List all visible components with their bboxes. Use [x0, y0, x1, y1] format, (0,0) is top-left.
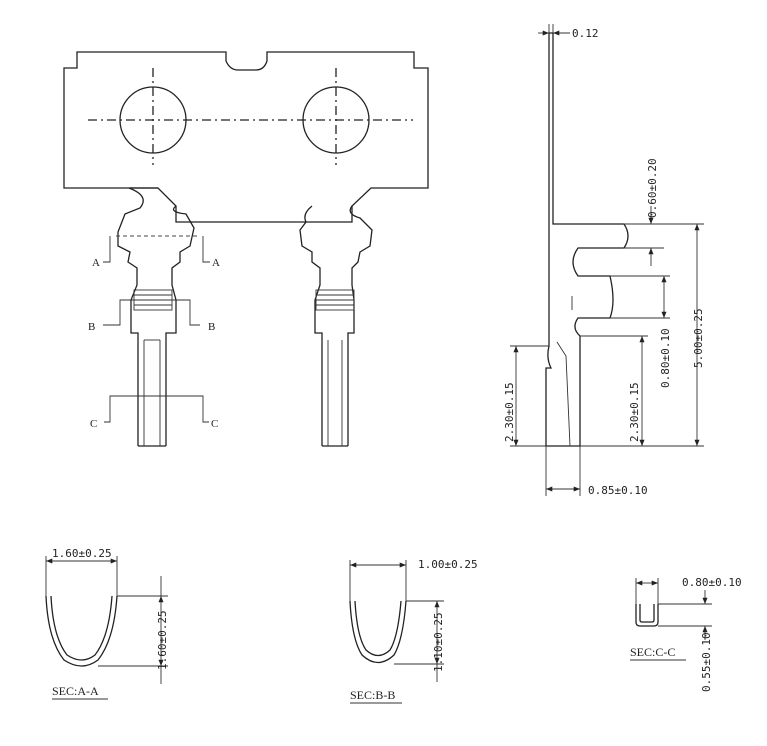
section-a-label: SEC:A-A: [52, 684, 99, 698]
section-mark-a-left: A: [92, 257, 100, 269]
side-profile: [549, 32, 629, 446]
section-b-label: SEC:B-B: [350, 688, 395, 702]
dim-sec-a-height: 1.60±0.25: [156, 610, 169, 670]
section-b-view: 1.00±0.25 1.10±0.25 SEC:B-B: [349, 558, 478, 704]
section-c-label: SEC:C-C: [630, 645, 675, 659]
dim-barrel-height-outer: 2.30±0.15: [628, 382, 641, 442]
dim-sec-b-height: 1.10±0.25: [432, 612, 445, 672]
section-mark-b-right: B: [208, 321, 215, 333]
section-mark-c-left: C: [90, 418, 97, 430]
side-view: [545, 32, 629, 447]
dim-sec-c-height: 0.55±0.10: [700, 632, 713, 692]
section-mark-b-left: B: [88, 321, 95, 333]
section-cut-a: A A: [92, 236, 220, 269]
section-c-view: 0.80±0.10 0.55±0.10 SEC:C-C: [630, 576, 742, 692]
dim-crimp-height: 0.80±0.10: [659, 328, 672, 388]
carrier-strip-outline: [63, 51, 429, 223]
side-dimensions: 0.12 0.60±0.20 5.00±0.25 0.80±0.10 2.30±…: [503, 24, 705, 497]
dim-thickness: 0.12: [572, 27, 599, 40]
dim-sec-c-width: 0.80±0.10: [682, 576, 742, 589]
dim-barrel-height-inner: 2.30±0.15: [503, 382, 516, 442]
front-view: A A B B C C: [63, 51, 429, 447]
dim-tab-offset: 0.60±0.20: [646, 158, 659, 218]
section-cut-b: B B: [88, 299, 215, 333]
section-a-view: 1.60±0.25 1.60±0.25 SEC:A-A: [45, 547, 169, 700]
section-mark-c-right: C: [211, 418, 218, 430]
section-mark-a-right: A: [212, 257, 220, 269]
dim-sec-a-width: 1.60±0.25: [52, 547, 112, 560]
dim-sec-b-width: 1.00±0.25: [418, 558, 478, 571]
section-cut-c: C C: [90, 395, 218, 430]
dim-overall-height: 5.00±0.25: [692, 308, 705, 368]
terminal-left: [116, 187, 198, 447]
dim-base-width: 0.85±0.10: [588, 484, 648, 497]
terminal-right: [299, 205, 373, 447]
